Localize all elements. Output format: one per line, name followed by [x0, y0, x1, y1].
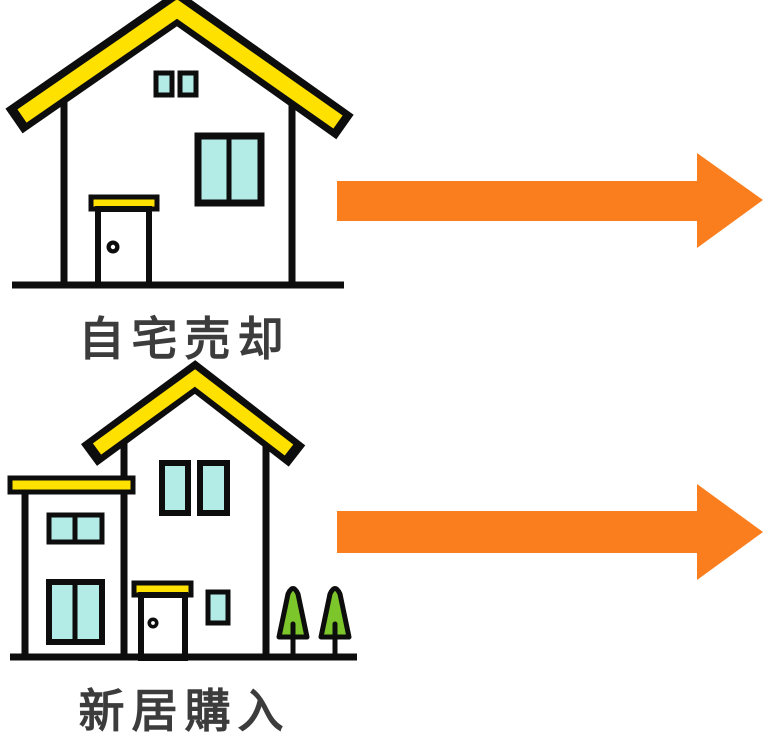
- tree1-foliage: [276, 586, 310, 640]
- house2-roof: [92, 369, 294, 456]
- single-story-house-icon: [5, 0, 354, 289]
- trees-icon: [276, 586, 352, 655]
- house2-door: [138, 592, 188, 661]
- label-new-home-purchase: 新居購入: [78, 684, 291, 738]
- house1-roof: [17, 0, 343, 129]
- house2-side-window: [205, 589, 231, 626]
- house1-attic-window-left: [153, 70, 175, 98]
- two-story-house-icon: [7, 360, 357, 661]
- right-arrow-icon-sell: [337, 153, 763, 248]
- house1-door: [95, 206, 152, 288]
- label-home-sale: 自宅売却: [78, 312, 291, 366]
- house2-wing-flat-roof: [7, 475, 136, 495]
- house2-upper-window-right: [197, 460, 230, 516]
- house1-attic-window-right: [177, 70, 199, 98]
- house2-doorknob-highlight: [151, 621, 155, 625]
- house2-roof-outline: [80, 360, 306, 467]
- house2-upper-window-left: [159, 460, 191, 516]
- house1-doorknob-highlight: [110, 244, 116, 250]
- right-arrow-icon-buy: [337, 484, 763, 580]
- tree2-foliage: [318, 586, 352, 640]
